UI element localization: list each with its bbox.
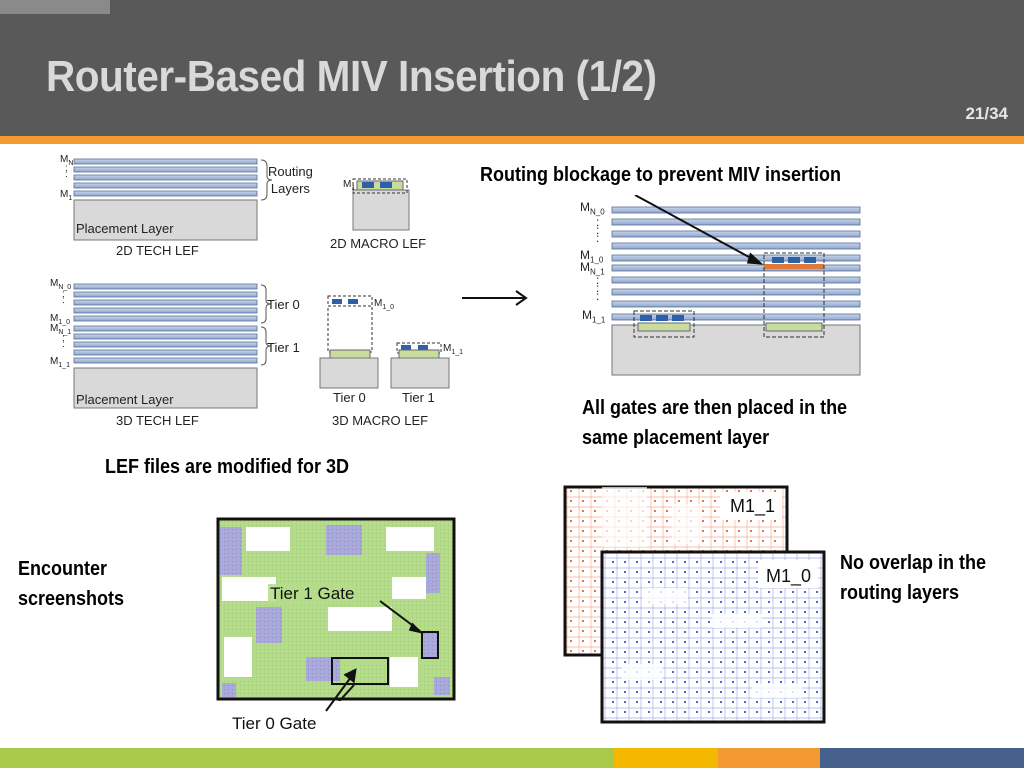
header-tab xyxy=(0,0,110,14)
page-number: 21/34 xyxy=(965,104,1008,123)
right-arrow-icon xyxy=(462,290,528,306)
footer-orange xyxy=(718,748,820,768)
merged-layers-diagram xyxy=(611,195,861,376)
footer-blue xyxy=(820,748,1024,768)
blockage-text: Routing blockage to prevent MIV insertio… xyxy=(480,164,842,186)
placement-layer-2d: Placement Layer xyxy=(76,221,174,236)
placement-layer-3d: Placement Layer xyxy=(76,392,174,407)
tech2d-layers xyxy=(73,158,273,241)
tier1-gate-label: Tier 1 Gate xyxy=(268,584,357,604)
tier1-label: Tier 1 xyxy=(267,340,300,355)
macro-m11: M1_1 xyxy=(443,343,464,356)
label-m10: M1_0 xyxy=(50,313,71,326)
tier0-arrow-icon xyxy=(325,668,357,712)
label-mn1: MN_1 xyxy=(50,323,72,336)
macro-m10: M1_0 xyxy=(374,298,395,311)
slide-header: Router-Based MIV Insertion (1/2) 21/34 xyxy=(0,0,1024,136)
label-mn: MN xyxy=(60,154,74,167)
macro-2d-m1: M1 xyxy=(343,179,356,192)
macro-tier1: Tier 1 xyxy=(402,390,435,405)
macro2d xyxy=(352,178,410,231)
tech3d-layers xyxy=(73,283,272,409)
macro3d xyxy=(319,295,450,389)
tier0-label: Tier 0 xyxy=(267,297,300,312)
slide-title: Router-Based MIV Insertion (1/2) xyxy=(46,52,657,101)
dots-3d-a: :: xyxy=(62,289,65,306)
r-dots-b: ::: xyxy=(596,273,600,303)
macro-3d-label: 3D MACRO LEF xyxy=(332,413,429,428)
r-label-m10: M1_0 xyxy=(580,248,604,265)
dots-3d-b: :: xyxy=(62,333,65,350)
footer-green xyxy=(0,748,614,768)
r-label-m11: M1_1 xyxy=(582,308,606,325)
accent-bar xyxy=(0,136,1024,144)
macro-tier0: Tier 0 xyxy=(333,390,366,405)
lef-caption: LEF files are modified for 3D xyxy=(105,456,350,478)
lef-diagram xyxy=(73,158,450,409)
footer-yellow xyxy=(614,748,718,768)
r-label-mn1: MN_1 xyxy=(580,260,605,277)
macro-2d-label: 2D MACRO LEF xyxy=(330,236,427,251)
dots-2d: :: xyxy=(65,163,68,180)
m1-0-label: M1_0 xyxy=(766,566,812,586)
encounter-screenshot xyxy=(216,517,456,701)
tech-3d-label: 3D TECH LEF xyxy=(116,413,199,428)
label-m11: M1_1 xyxy=(50,356,71,369)
m1-1-label: M1_1 xyxy=(730,496,776,516)
r-label-mn0: MN_0 xyxy=(580,200,605,217)
routing-screenshots xyxy=(563,485,826,724)
label-mn0: MN_0 xyxy=(50,278,72,291)
tech-2d-label: 2D TECH LEF xyxy=(116,243,199,258)
r-dots-a: ::: xyxy=(596,215,600,245)
tier0-gate-label: Tier 0 Gate xyxy=(232,714,317,733)
label-m1: M1 xyxy=(60,189,73,202)
